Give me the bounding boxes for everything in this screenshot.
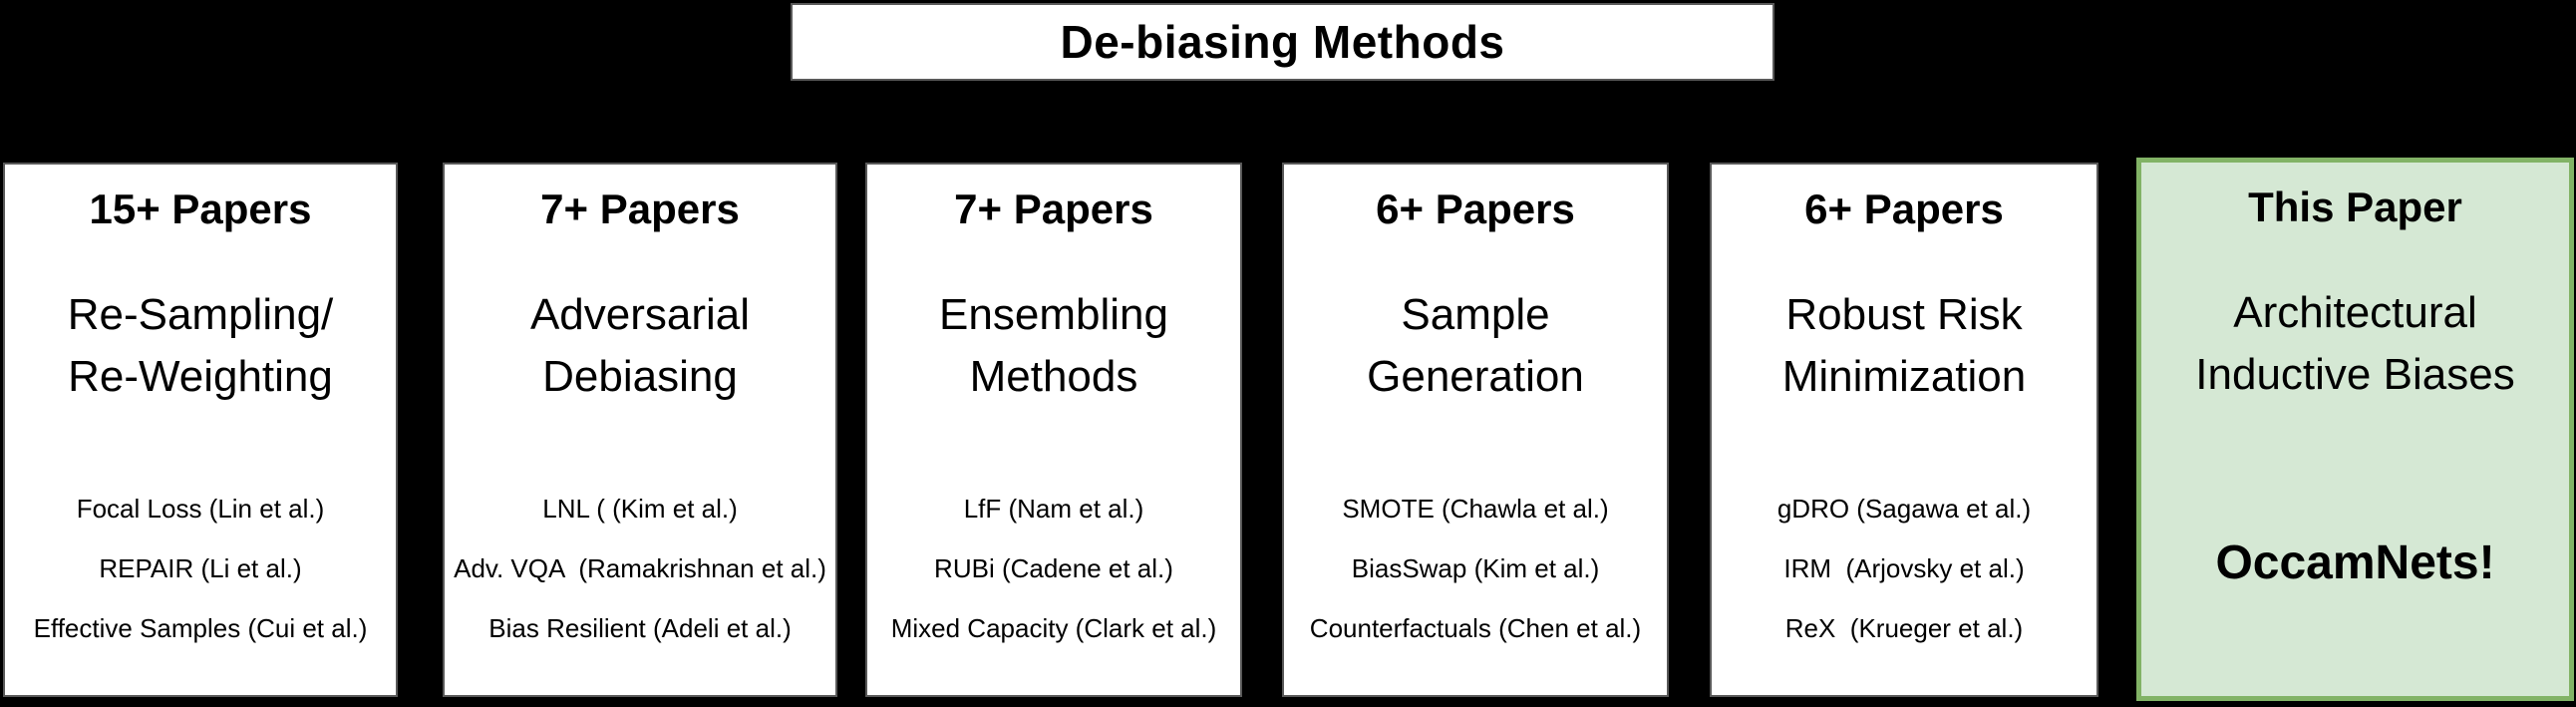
column-category-name: Re-Sampling/ Re-Weighting xyxy=(67,290,334,401)
column-adversarial-debiasing: 7+ Papers Adversarial Debiasing LNL ( (K… xyxy=(443,163,837,697)
paper-item: Focal Loss (Lin et al.) xyxy=(76,494,325,524)
paper-list: LfF (Nam et al.) RUBi (Cadene et al.) Mi… xyxy=(867,494,1240,643)
column-paper-count: 7+ Papers xyxy=(540,185,740,232)
title-banner: De-biasing Methods xyxy=(791,3,1774,81)
paper-item: Mixed Capacity (Clark et al.) xyxy=(890,613,1217,643)
paper-item: BiasSwap (Kim et al.) xyxy=(1351,553,1600,583)
column-paper-count: 7+ Papers xyxy=(954,185,1153,232)
column-resampling-reweighting: 15+ Papers Re-Sampling/ Re-Weighting Foc… xyxy=(3,163,398,697)
column-paper-count: 15+ Papers xyxy=(89,185,312,232)
column-paper-count: 6+ Papers xyxy=(1804,185,2004,232)
column-ensembling-methods: 7+ Papers Ensembling Methods LfF (Nam et… xyxy=(865,163,1242,697)
column-category-name: Sample Generation xyxy=(1367,290,1584,401)
paper-item: Bias Resilient (Adeli et al.) xyxy=(488,613,792,643)
column-paper-count: This Paper xyxy=(2248,183,2462,230)
column-this-paper: This Paper Architectural Inductive Biase… xyxy=(2136,158,2574,701)
paper-item: Adv. VQA (Ramakrishnan et al.) xyxy=(454,553,826,583)
column-robust-risk-minimization: 6+ Papers Robust Risk Minimization gDRO … xyxy=(1710,163,2098,697)
paper-item: gDRO (Sagawa et al.) xyxy=(1776,494,2032,524)
paper-item: SMOTE (Chawla et al.) xyxy=(1342,494,1609,524)
paper-item: Counterfactuals (Chen et al.) xyxy=(1309,613,1642,643)
column-sample-generation: 6+ Papers Sample Generation SMOTE (Chawl… xyxy=(1282,163,1669,697)
paper-list: Focal Loss (Lin et al.) REPAIR (Li et al… xyxy=(5,494,396,643)
paper-item: IRM (Arjovsky et al.) xyxy=(1783,553,2025,583)
column-category-name: Robust Risk Minimization xyxy=(1781,290,2027,401)
paper-item: RUBi (Cadene et al.) xyxy=(934,553,1173,583)
highlight-method-name: OccamNets! xyxy=(2215,536,2495,589)
column-category-name: Ensembling Methods xyxy=(939,290,1168,401)
paper-item: LfF (Nam et al.) xyxy=(963,494,1144,524)
paper-item: Effective Samples (Cui et al.) xyxy=(33,613,368,643)
column-category-name: Adversarial Debiasing xyxy=(529,290,751,401)
paper-list: LNL ( (Kim et al.) Adv. VQA (Ramakrishna… xyxy=(445,494,835,643)
paper-list: SMOTE (Chawla et al.) BiasSwap (Kim et a… xyxy=(1284,494,1667,643)
paper-item: LNL ( (Kim et al.) xyxy=(542,494,738,524)
diagram-title: De-biasing Methods xyxy=(1060,16,1505,68)
column-paper-count: 6+ Papers xyxy=(1376,185,1575,232)
column-category-name: Architectural Inductive Biases xyxy=(2195,288,2515,399)
paper-list: gDRO (Sagawa et al.) IRM (Arjovsky et al… xyxy=(1712,494,2096,643)
paper-item: ReX (Krueger et al.) xyxy=(1784,613,2024,643)
paper-item: REPAIR (Li et al.) xyxy=(99,553,302,583)
